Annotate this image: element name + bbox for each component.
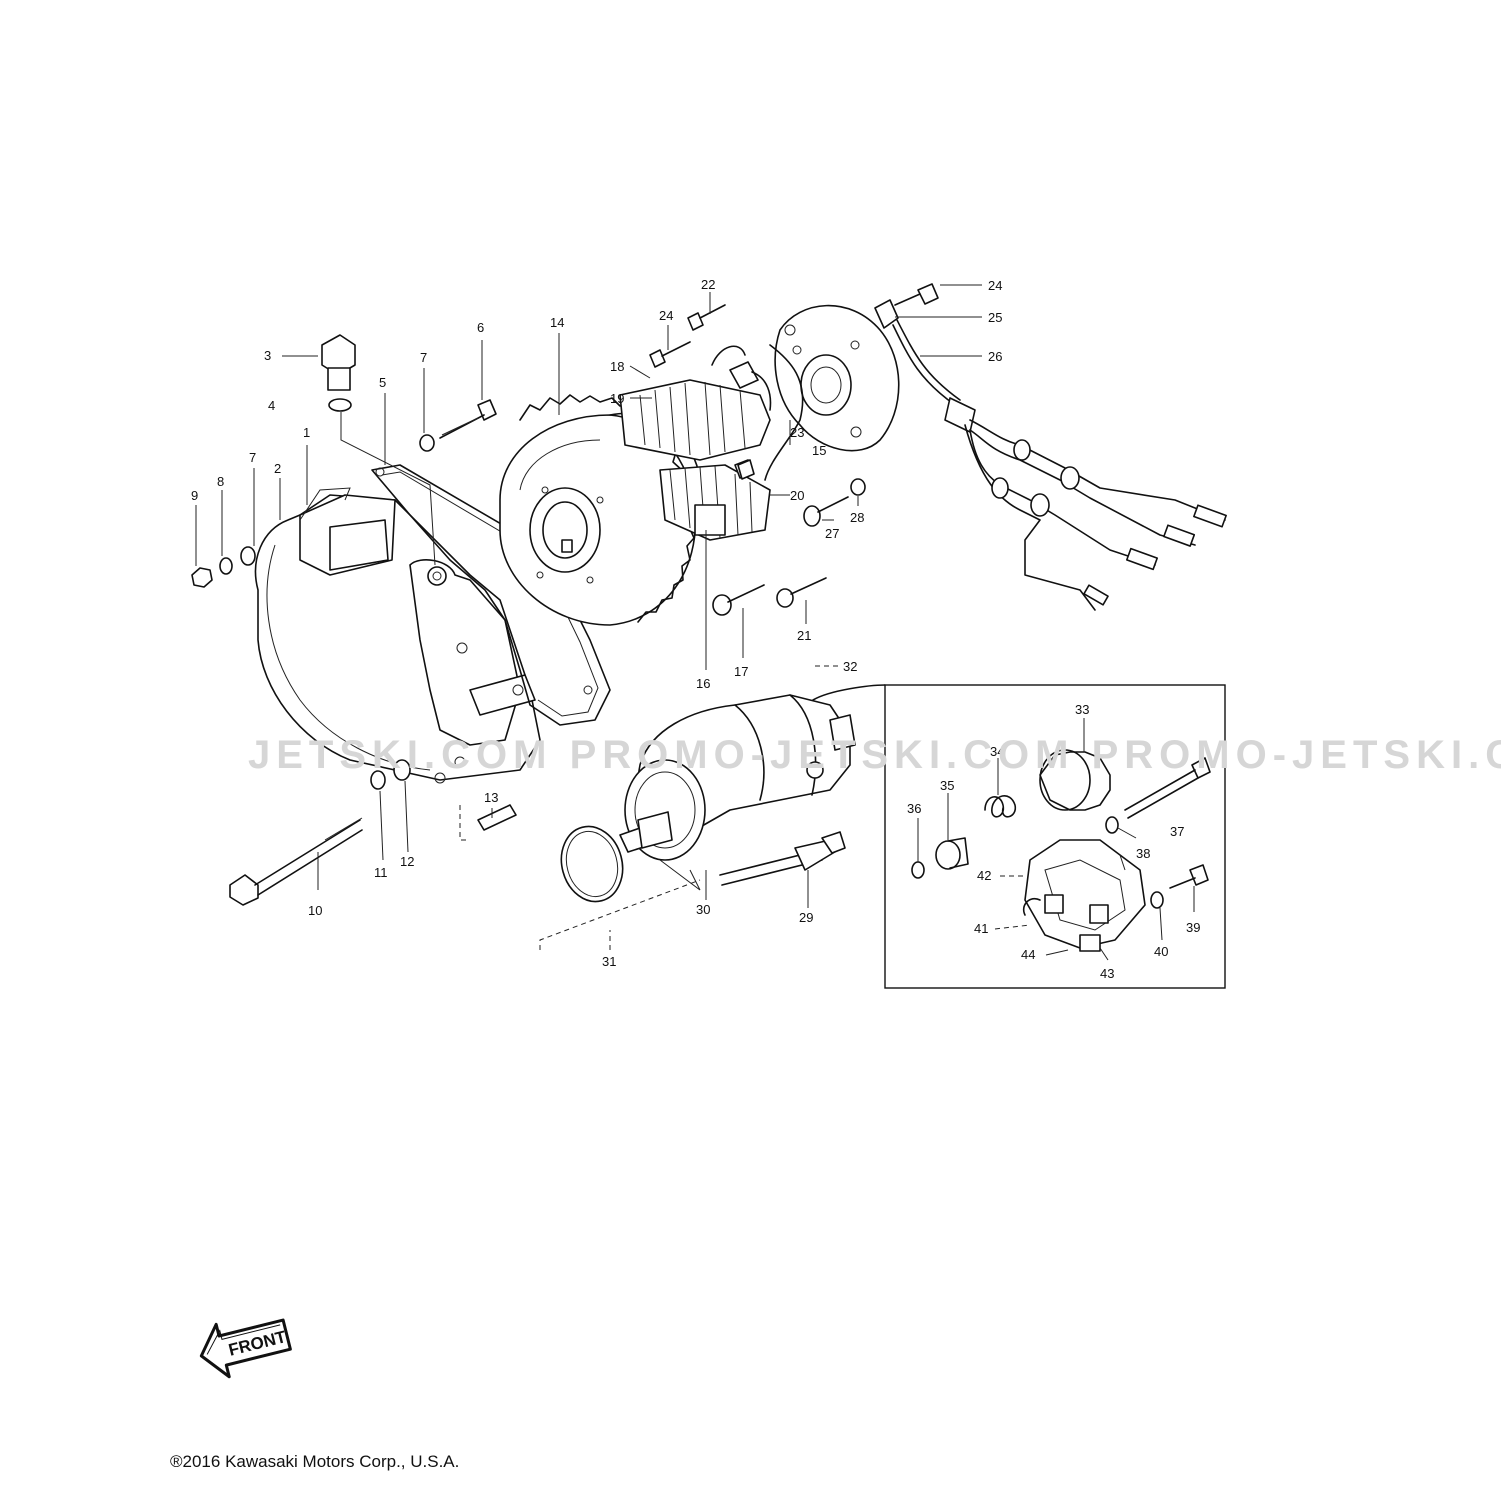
bolt-24-left (649, 341, 691, 368)
callout-4: 4 (268, 398, 275, 413)
leader-lines (195, 284, 1195, 961)
pickup-plate (764, 299, 900, 481)
callout-29: 29 (799, 910, 813, 925)
callout-38: 38 (1136, 846, 1150, 861)
callout-30: 30 (696, 902, 710, 917)
washer-8 (219, 557, 233, 575)
callout-24b: 24 (988, 278, 1002, 293)
callout-20: 20 (790, 488, 804, 503)
callout-8: 8 (217, 474, 224, 489)
callout-23: 23 (790, 425, 804, 440)
front-arrow-icon: FRONT (199, 1318, 292, 1379)
callout-32: 32 (843, 659, 857, 674)
stator-coils (619, 345, 772, 541)
callout-39: 39 (1186, 920, 1200, 935)
oil-plug (321, 334, 436, 566)
washer-7-top (419, 434, 435, 452)
bolt-6 (439, 399, 497, 439)
callout-43: 43 (1100, 966, 1114, 981)
callout-37: 37 (1170, 824, 1184, 839)
washer-7-left (240, 546, 256, 566)
starter-cable (719, 831, 846, 886)
pin-15 (737, 459, 755, 480)
dowel-13 (459, 804, 517, 841)
watermark: JETSKI.COM PROMO-JETSKI.COM PROMO-JETSKI… (248, 733, 1501, 777)
generator-cover (254, 487, 541, 784)
callout-16: 16 (696, 676, 710, 691)
bolt-17 (712, 584, 765, 616)
o-ring-inner (565, 830, 619, 898)
callout-36: 36 (907, 801, 921, 816)
screw-27 (803, 496, 849, 527)
callout-27: 27 (825, 526, 839, 541)
callout-34: 34 (990, 744, 1004, 759)
callout-9: 9 (191, 488, 198, 503)
callout-14: 14 (550, 315, 564, 330)
callout-18: 18 (610, 359, 624, 374)
callout-44: 44 (1021, 947, 1035, 962)
bolt-22 (687, 304, 726, 331)
nut-9 (191, 567, 213, 588)
callout-41: 41 (974, 921, 988, 936)
o-ring (560, 825, 624, 903)
washer-28 (850, 478, 866, 496)
bolt-24-right (894, 283, 939, 306)
washer-11 (370, 770, 386, 790)
callout-24a: 24 (659, 308, 673, 323)
callout-28: 28 (850, 510, 864, 525)
starter-motor (619, 684, 886, 891)
bolt-10 (229, 817, 363, 906)
wire-harness (892, 319, 1227, 611)
callout-15: 15 (812, 443, 826, 458)
callouts: 1 2 3 4 5 6 7 7 8 9 10 11 12 13 14 15 16… (191, 277, 1200, 981)
callout-33: 33 (1075, 702, 1089, 717)
callout-5: 5 (379, 375, 386, 390)
callout-7a: 7 (420, 350, 427, 365)
callout-19: 19 (610, 391, 624, 406)
callout-10: 10 (308, 903, 322, 918)
washer-12 (393, 759, 411, 781)
callout-25: 25 (988, 310, 1002, 325)
callout-40: 40 (1154, 944, 1168, 959)
callout-11: 11 (374, 865, 388, 880)
callout-13: 13 (484, 790, 498, 805)
bolt-21 (776, 577, 827, 608)
callout-6: 6 (477, 320, 484, 335)
callout-17: 17 (734, 664, 748, 679)
callout-31: 31 (602, 954, 616, 969)
callout-22: 22 (701, 277, 715, 292)
copyright-notice: ®2016 Kawasaki Motors Corp., U.S.A. (170, 1452, 460, 1471)
dashed-line-31 (539, 879, 701, 950)
callout-3: 3 (264, 348, 271, 363)
callout-35: 35 (940, 778, 954, 793)
callout-42: 42 (977, 868, 991, 883)
callout-12: 12 (400, 854, 414, 869)
callout-21: 21 (797, 628, 811, 643)
callout-7b: 7 (249, 450, 256, 465)
callout-1: 1 (303, 425, 310, 440)
starter-detail-inset (884, 684, 1226, 989)
callout-2: 2 (274, 461, 281, 476)
callout-26: 26 (988, 349, 1002, 364)
